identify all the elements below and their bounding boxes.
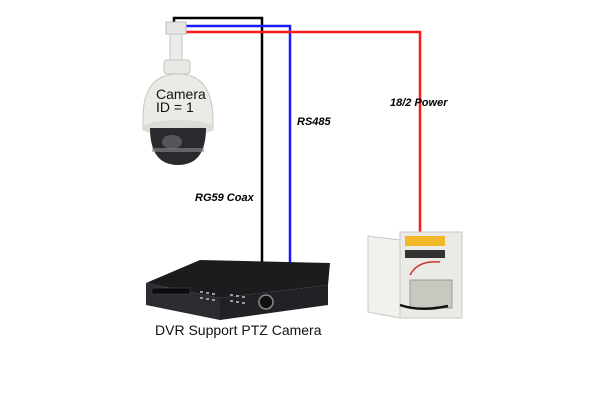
power-supply-box-icon [367, 231, 463, 319]
ptz-camera-icon [142, 21, 214, 165]
dvr-caption: DVR Support PTZ Camera [155, 322, 322, 338]
camera-id-label: ID = 1 [156, 99, 194, 115]
rs485-label: RS485 [297, 116, 331, 128]
power-wire [183, 30, 422, 234]
rs485-wire [181, 24, 292, 266]
coax-label: RG59 Coax [195, 192, 254, 204]
power-label: 18/2 Power [390, 97, 448, 109]
camera-name-label: Camera [156, 86, 206, 102]
dvr-icon [146, 260, 330, 320]
